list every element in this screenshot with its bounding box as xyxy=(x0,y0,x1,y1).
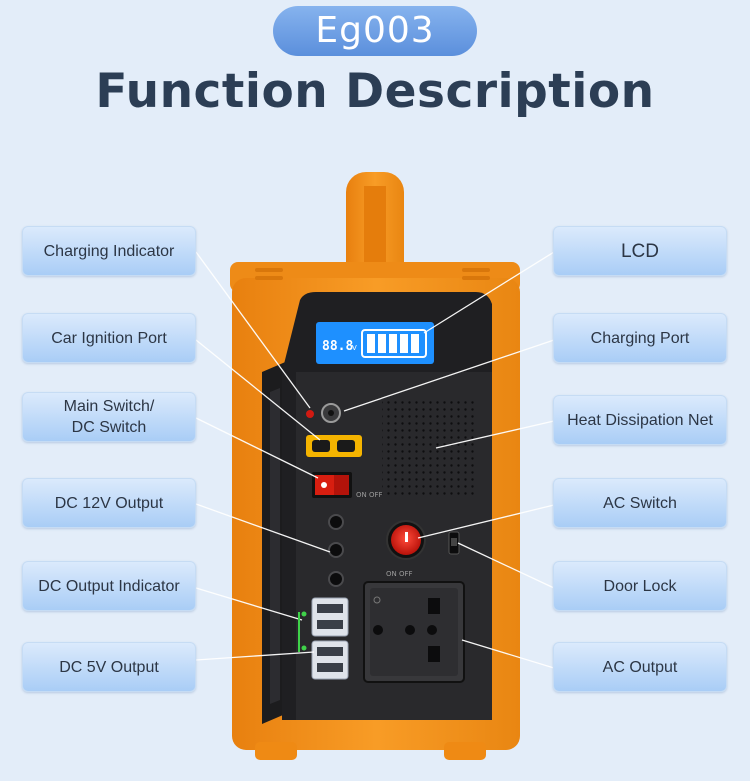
charging-indicator-led xyxy=(306,410,314,418)
dc-12v-outputs xyxy=(328,514,344,587)
usb-5v-outputs xyxy=(311,597,349,680)
page-title: Function Description xyxy=(95,64,655,119)
label-ac-output: AC Output xyxy=(553,642,727,692)
leader-lines xyxy=(195,251,555,669)
label-dc-5v-output: DC 5V Output xyxy=(22,642,196,692)
dc-switch: ON OFF xyxy=(312,472,383,499)
label-car-ignition-port: Car Ignition Port xyxy=(22,313,196,363)
dc-output-indicator-led xyxy=(301,611,307,617)
car-ignition-port xyxy=(306,435,362,457)
lcd-screen: 88.8 V xyxy=(316,322,434,364)
ac-switch: ON OFF xyxy=(386,520,426,578)
lcd-reading: 88.8 xyxy=(322,339,353,354)
label-charging-port: Charging Port xyxy=(553,313,727,363)
ac-switch-marking: ON OFF xyxy=(386,570,413,578)
charging-port xyxy=(321,403,341,423)
dc-switch-marking: ON OFF xyxy=(356,491,383,499)
label-ac-switch: AC Switch xyxy=(553,478,727,528)
label-charging-indicator: Charging Indicator xyxy=(22,226,196,276)
model-badge: Eg003 xyxy=(273,6,477,56)
lcd-unit: V xyxy=(352,344,357,352)
label-door-lock: Door Lock xyxy=(553,561,727,611)
door-lock xyxy=(448,531,460,555)
label-heat-dissipation-net: Heat Dissipation Net xyxy=(553,395,727,445)
label-dc-output-indicator: DC Output Indicator xyxy=(22,561,196,611)
dc-output-indicator-led xyxy=(301,645,307,651)
label-dc-12v-output: DC 12V Output xyxy=(22,478,196,528)
carry-handle xyxy=(346,172,404,282)
indicator-bracket xyxy=(298,612,300,652)
ac-outlet xyxy=(363,581,465,683)
label-main-switch: Main Switch/ DC Switch xyxy=(22,392,196,442)
label-lcd: LCD xyxy=(553,226,727,276)
